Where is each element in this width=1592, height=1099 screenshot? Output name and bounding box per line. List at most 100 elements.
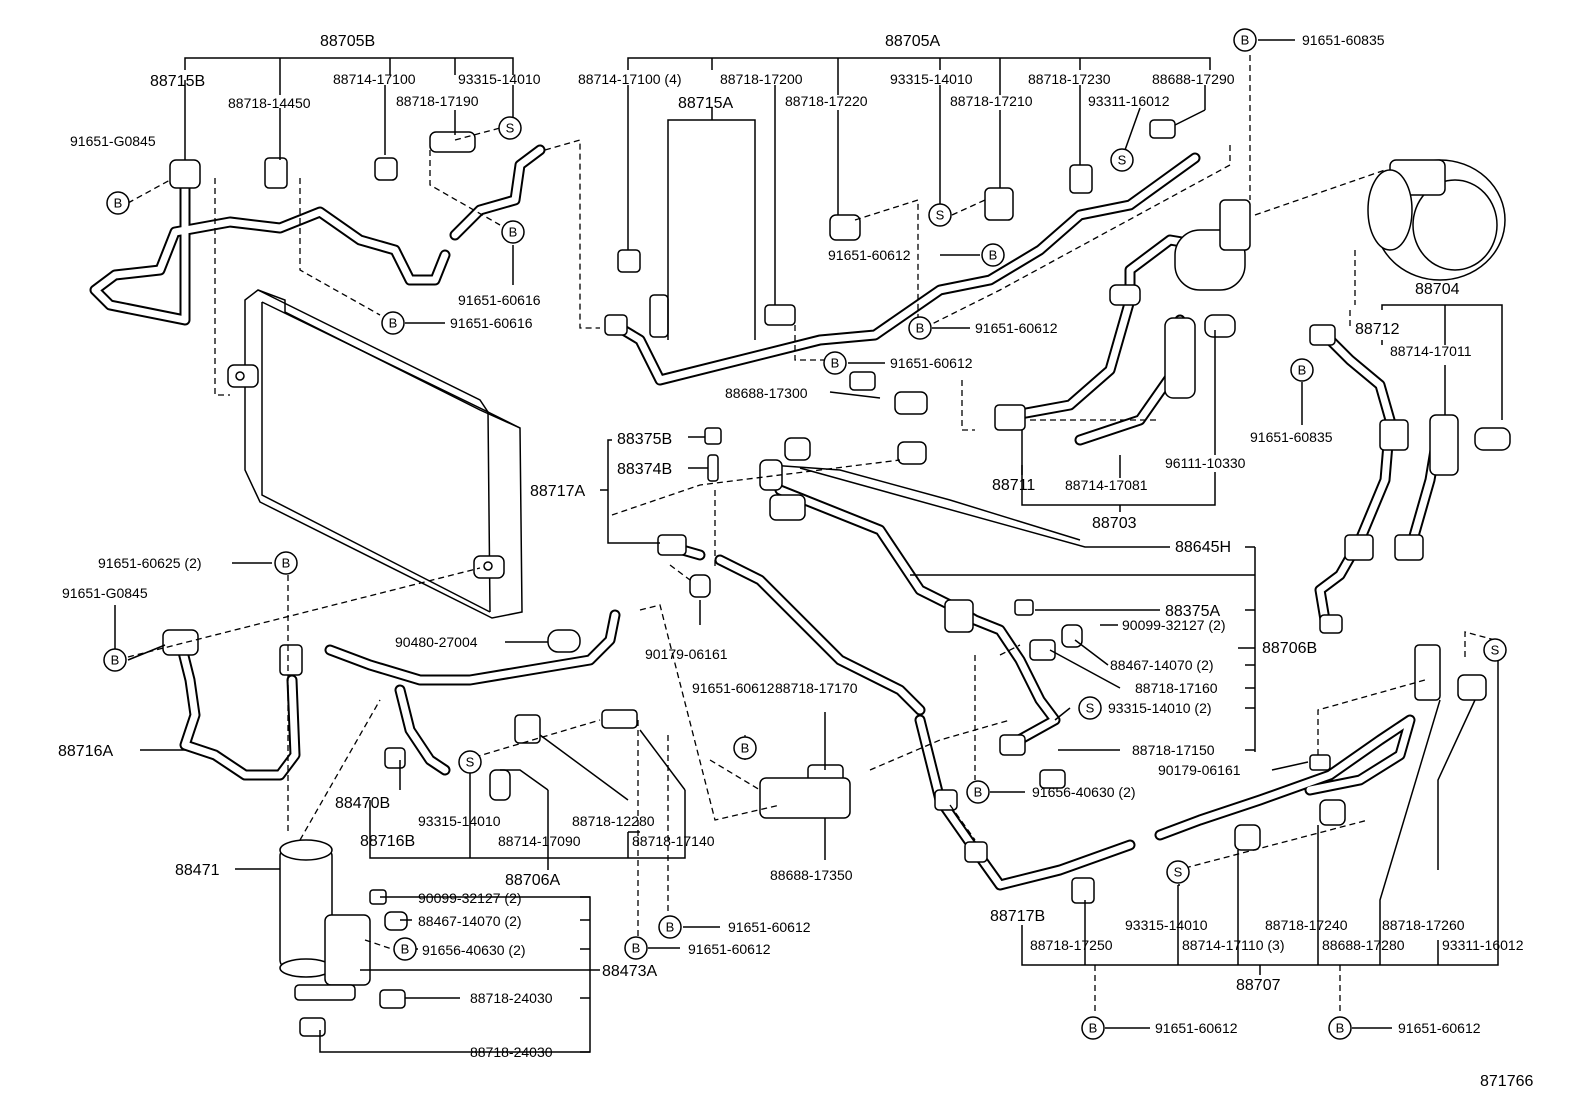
dashed-lines bbox=[127, 55, 1496, 1015]
label-88705B: 88705B bbox=[320, 33, 375, 50]
marker-b-6: B bbox=[908, 316, 932, 340]
label-88706B: 88706B bbox=[1262, 640, 1317, 657]
svg-text:B: B bbox=[1241, 33, 1250, 48]
label-91656-40630-b: 91656-40630 (2) bbox=[1032, 784, 1136, 800]
marker-b-11: B bbox=[733, 736, 757, 760]
svg-text:S: S bbox=[1086, 701, 1095, 716]
label-88718-12280: 88718-12280 bbox=[572, 813, 655, 829]
label-88718-17160: 88718-17160 bbox=[1135, 680, 1218, 696]
label-88714-17110: 88714-17110 (3) bbox=[1182, 937, 1284, 953]
label-88714-17011: 88714-17011 bbox=[1390, 343, 1472, 359]
label-91656-40630-a: 91656-40630 (2) bbox=[422, 942, 526, 958]
label-88718-17170: 88718-17170 bbox=[775, 680, 858, 696]
label-91651-60612-b: 91651-60612 bbox=[975, 320, 1058, 336]
marker-b-2: B bbox=[106, 191, 130, 215]
label-88716B: 88716B bbox=[360, 833, 415, 850]
label-88688-17350: 88688-17350 bbox=[770, 867, 853, 883]
small-parts bbox=[162, 119, 1511, 1037]
label-88718-17260: 88718-17260 bbox=[1382, 917, 1465, 933]
marker-s-4: S bbox=[1078, 696, 1102, 720]
svg-text:B: B bbox=[1336, 1021, 1345, 1036]
label-88705A: 88705A bbox=[885, 33, 940, 50]
label-88467-14070-b: 88467-14070 (2) bbox=[418, 913, 522, 929]
label-91651-60835-b: 91651-60835 bbox=[1250, 429, 1333, 445]
muffler bbox=[1174, 199, 1251, 291]
svg-text:B: B bbox=[1089, 1021, 1098, 1036]
label-93311-16012-a: 93311-16012 bbox=[1088, 93, 1170, 109]
svg-text:B: B bbox=[666, 920, 675, 935]
label-88704: 88704 bbox=[1415, 281, 1460, 298]
label-88470B: 88470B bbox=[335, 795, 390, 812]
label-96111-10330: 96111-10330 bbox=[1165, 455, 1246, 471]
label-91651-60612-d: 91651-60612 bbox=[692, 680, 775, 696]
label-91651-60612-c: 91651-60612 bbox=[890, 355, 973, 371]
label-88718-17240: 88718-17240 bbox=[1265, 917, 1348, 933]
label-93315-14010-c: 93315-14010 bbox=[418, 813, 501, 829]
label-88718-17250: 88718-17250 bbox=[1030, 937, 1113, 953]
marker-s-3: S bbox=[928, 203, 952, 227]
label-88718-14450: 88718-14450 bbox=[228, 95, 311, 111]
label-93311-16012-b: 93311-16012 bbox=[1442, 937, 1524, 953]
label-88718-24030-b: 88718-24030 bbox=[470, 1044, 553, 1060]
label-91651-60612-e: 91651-60612 bbox=[728, 919, 811, 935]
svg-text:B: B bbox=[111, 653, 120, 668]
svg-text:S: S bbox=[506, 121, 515, 136]
label-88718-24030-a: 88718-24030 bbox=[470, 990, 553, 1006]
label-88717B: 88717B bbox=[990, 908, 1045, 925]
marker-b-14: B bbox=[624, 936, 648, 960]
label-90179-06161-a: 90179-06161 bbox=[645, 646, 728, 662]
label-91651-60616-b: 91651-60616 bbox=[450, 315, 533, 331]
label-88716A: 88716A bbox=[58, 743, 113, 760]
label-88711: 88711 bbox=[992, 477, 1035, 494]
marker-b-7: B bbox=[823, 351, 847, 375]
leader-lines bbox=[114, 39, 1503, 1053]
label-88375A: 88375A bbox=[1165, 603, 1220, 620]
part-labels: 88705B 88705A 88715B 88715A 88718-14450 … bbox=[58, 32, 1533, 1090]
svg-text:S: S bbox=[1491, 643, 1500, 658]
label-90480-27004: 90480-27004 bbox=[395, 634, 478, 650]
label-88714-17090: 88714-17090 bbox=[498, 833, 581, 849]
label-91651-60835-a: 91651-60835 bbox=[1302, 32, 1385, 48]
label-93315-14010-a: 93315-14010 bbox=[458, 71, 541, 87]
label-88715A: 88715A bbox=[678, 95, 733, 112]
marker-b-12: B bbox=[966, 780, 990, 804]
label-88718-17200: 88718-17200 bbox=[720, 71, 803, 87]
marker-b-9: B bbox=[274, 551, 298, 575]
label-91651-G0845-a: 91651-G0845 bbox=[70, 133, 156, 149]
marker-s-5: S bbox=[458, 750, 482, 774]
label-88471: 88471 bbox=[175, 862, 220, 879]
label-88712: 88712 bbox=[1355, 321, 1400, 338]
svg-text:B: B bbox=[989, 248, 998, 263]
marker-b-4: B bbox=[381, 311, 405, 335]
label-88688-17290: 88688-17290 bbox=[1152, 71, 1235, 87]
label-88718-17150: 88718-17150 bbox=[1132, 742, 1215, 758]
diagram-id: 871766 bbox=[1480, 1073, 1533, 1090]
label-88688-17280: 88688-17280 bbox=[1322, 937, 1405, 953]
svg-text:B: B bbox=[741, 741, 750, 756]
svg-text:S: S bbox=[1118, 153, 1127, 168]
label-88688-17300: 88688-17300 bbox=[725, 385, 808, 401]
label-88718-17210: 88718-17210 bbox=[950, 93, 1033, 109]
svg-text:S: S bbox=[466, 755, 475, 770]
marker-b-3: B bbox=[501, 220, 525, 244]
label-88714-17100: 88714-17100 bbox=[333, 71, 416, 87]
markers: B B B B B B B B B B B B B B B B B S S S … bbox=[103, 28, 1507, 1040]
marker-b-17: B bbox=[1328, 1016, 1352, 1040]
marker-b-8: B bbox=[1290, 358, 1314, 382]
svg-text:B: B bbox=[389, 316, 398, 331]
marker-s-1: S bbox=[498, 116, 522, 140]
label-88718-17190: 88718-17190 bbox=[396, 93, 479, 109]
label-91651-60612-f: 91651-60612 bbox=[688, 941, 771, 957]
svg-text:B: B bbox=[831, 356, 840, 371]
label-90179-06161-b: 90179-06161 bbox=[1158, 762, 1241, 778]
label-90099-32127-b: 90099-32127 (2) bbox=[418, 890, 522, 906]
label-88718-17140: 88718-17140 bbox=[632, 833, 715, 849]
marker-b-5: B bbox=[981, 243, 1005, 267]
label-91651-60612-a: 91651-60612 bbox=[828, 247, 911, 263]
svg-text:B: B bbox=[1298, 363, 1307, 378]
receiver-dryer bbox=[279, 839, 333, 978]
marker-b-15: B bbox=[658, 915, 682, 939]
marker-b-1: B bbox=[1233, 28, 1257, 52]
label-88473A: 88473A bbox=[602, 963, 657, 980]
